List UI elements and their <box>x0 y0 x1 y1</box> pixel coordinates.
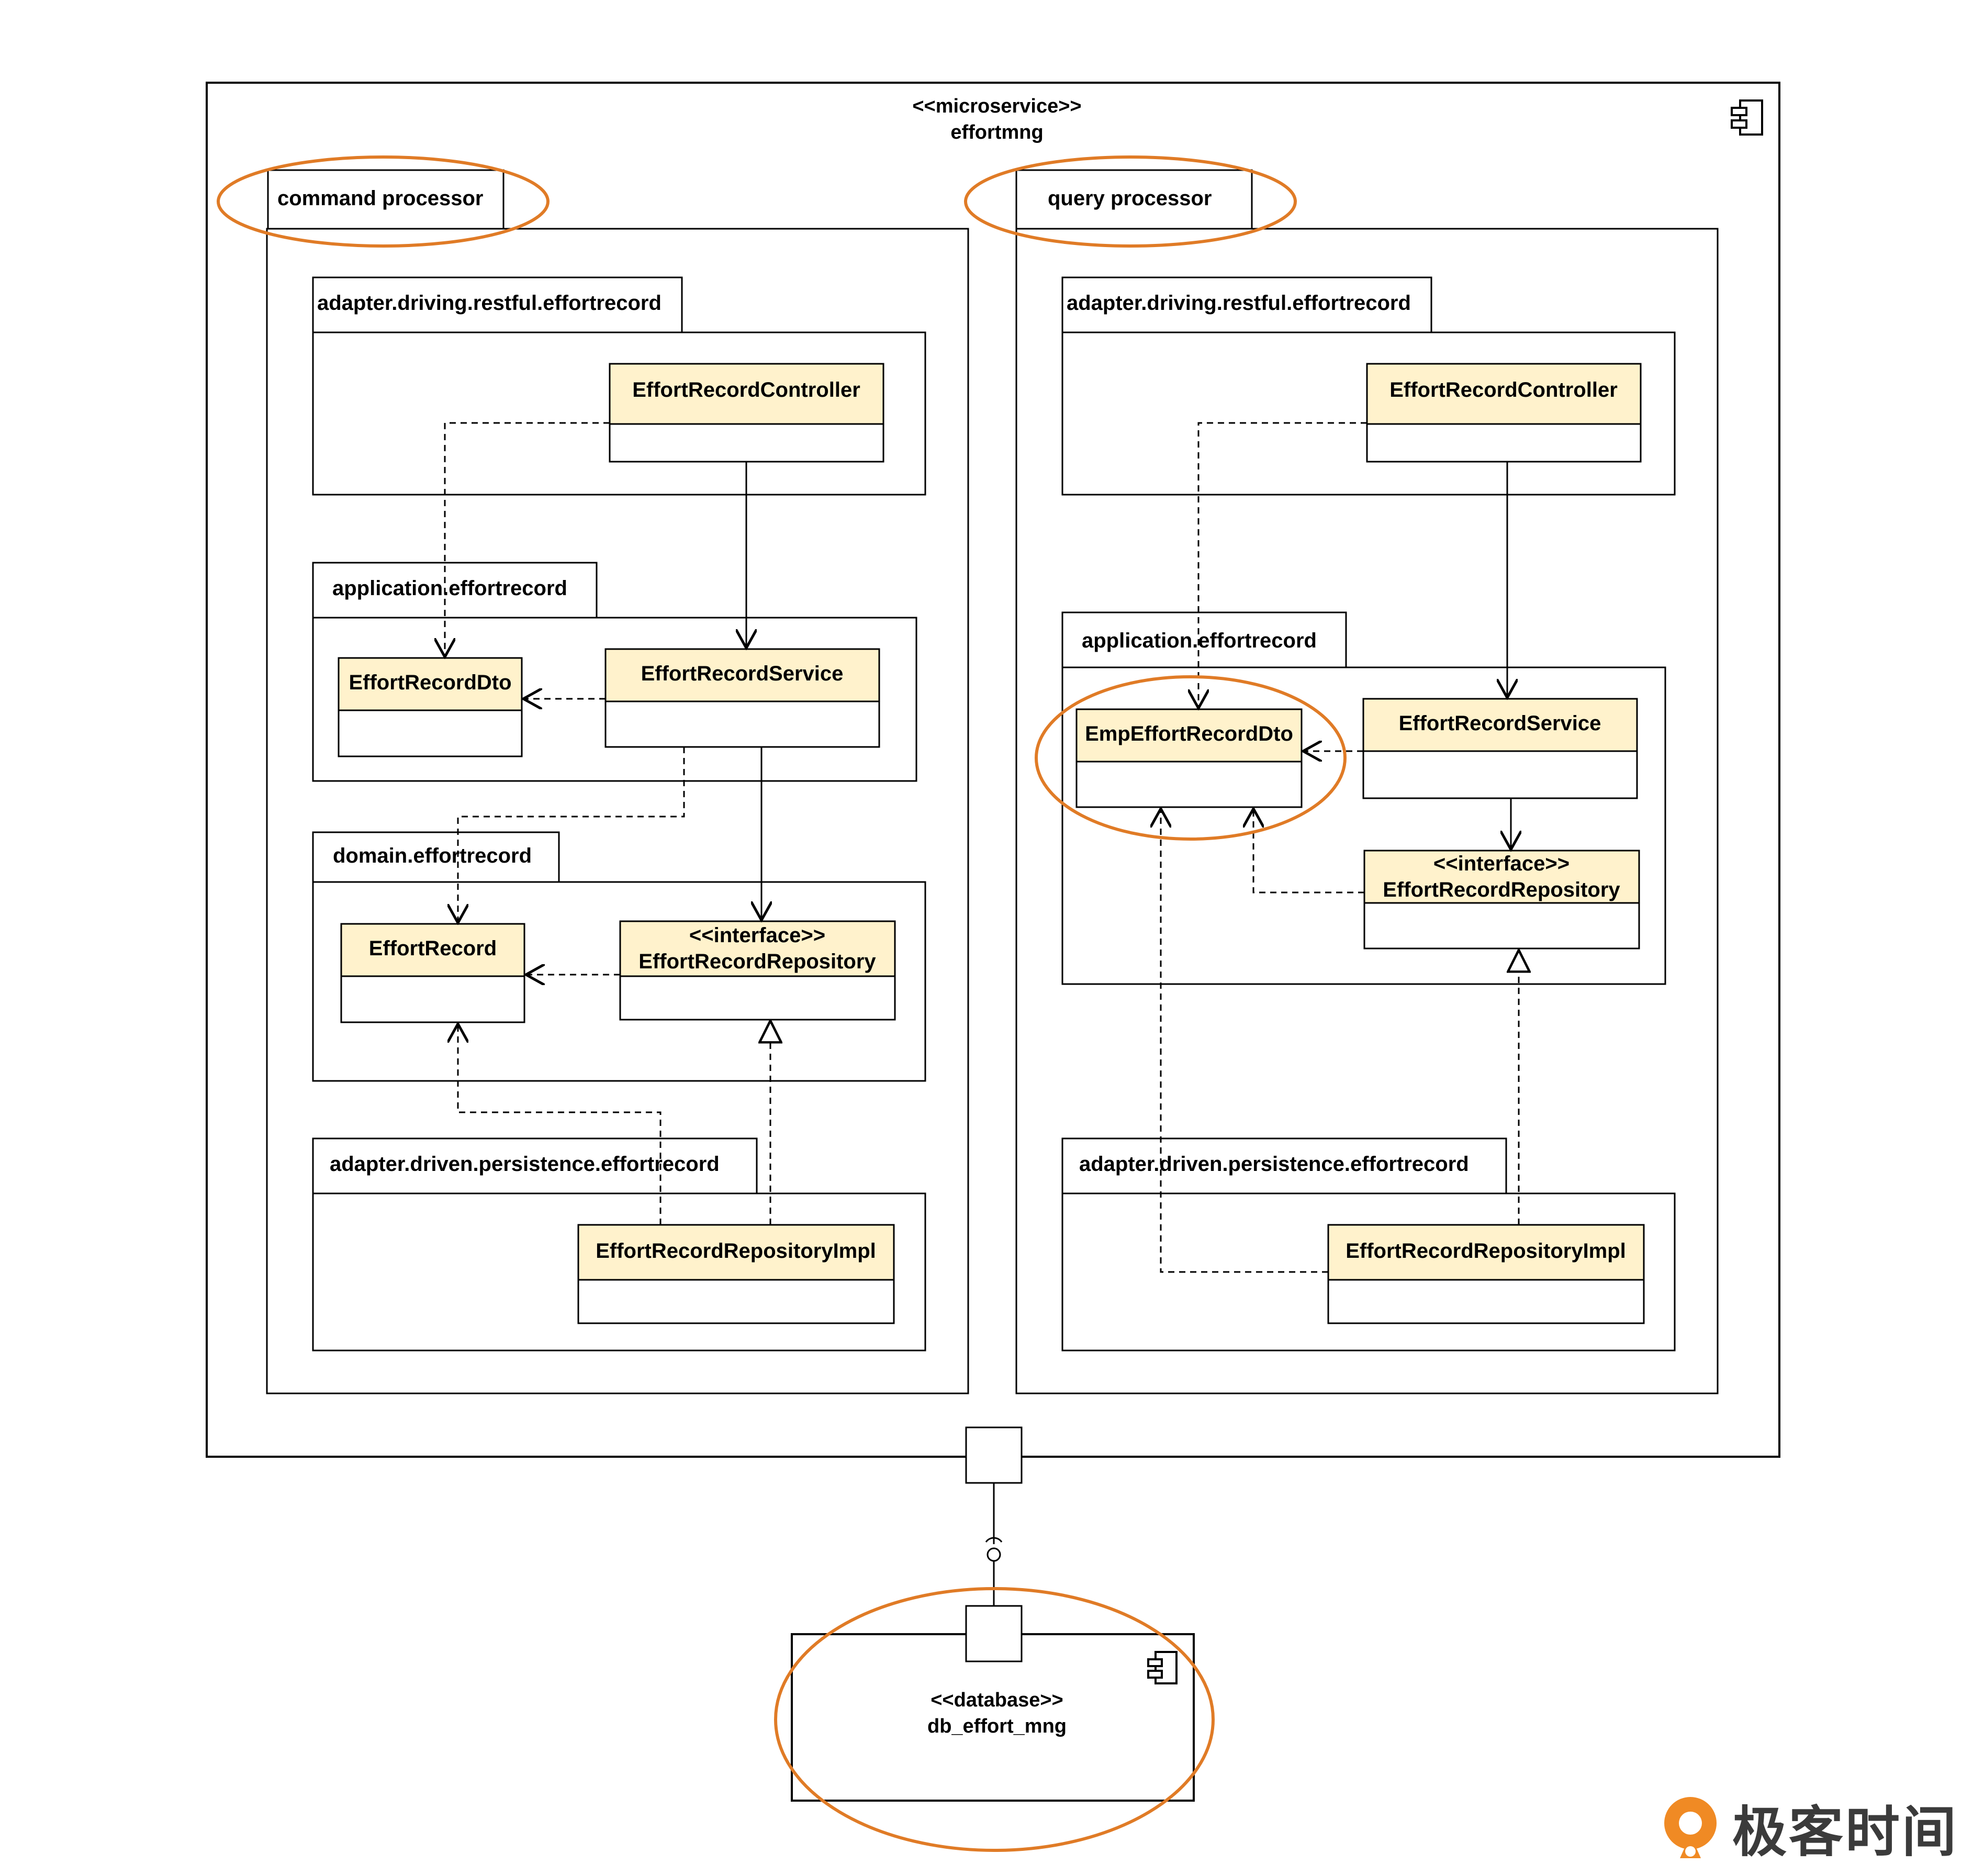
svg-text:EffortRecordService: EffortRecordService <box>1399 712 1601 735</box>
cmd-class-dto: EffortRecordDto <box>338 657 523 757</box>
required-provided-interface <box>985 1483 1003 1607</box>
svg-text:EffortRecordRepositoryImpl: EffortRecordRepositoryImpl <box>1346 1240 1626 1263</box>
svg-text:<<interface>>: <<interface>> <box>1433 852 1570 875</box>
database-name: db_effort_mng <box>927 1715 1067 1737</box>
cmd-dep-impl-entity <box>458 1024 662 1225</box>
qry-class-service: EffortRecordService <box>1362 698 1638 799</box>
svg-text:<<interface>>: <<interface>> <box>689 924 825 947</box>
cmd-relations <box>445 422 770 1225</box>
qry-pkg-driving-label: adapter.driving.restful.effortrecord <box>1067 292 1411 315</box>
cmd-class-repository-impl: EffortRecordRepositoryImpl <box>577 1224 895 1324</box>
qry-class-controller: EffortRecordController <box>1366 363 1642 463</box>
svg-text:EffortRecord: EffortRecord <box>369 937 497 960</box>
cmd-class-service: EffortRecordService <box>604 648 880 748</box>
highlight-query-processor <box>964 155 1297 248</box>
svg-text:EffortRecordService: EffortRecordService <box>641 662 844 685</box>
component-icon <box>1147 1651 1178 1684</box>
cmd-dep-controller-dto <box>445 422 610 657</box>
qry-dep-repository-dto <box>1253 809 1364 894</box>
cmd-dep-service-entity <box>458 747 685 923</box>
command-processor-label: command processor <box>277 187 483 210</box>
svg-text:EffortRecordController: EffortRecordController <box>1389 378 1618 401</box>
microservice-name: effortmng <box>950 121 1043 143</box>
svg-text:EmpEffortRecordDto: EmpEffortRecordDto <box>1085 722 1293 745</box>
highlight-database <box>774 1587 1215 1852</box>
cmd-class-entity: EffortRecord <box>340 923 525 1023</box>
database-stereotype: <<database>> <box>931 1689 1063 1711</box>
qry-class-repository: <<interface>> EffortRecordRepository <box>1363 850 1640 950</box>
watermark: 极客时间 <box>1659 1788 1973 1866</box>
qry-dep-impl-dto <box>1161 809 1328 1273</box>
component-icon <box>1731 99 1763 136</box>
cmd-pkg-driven-label: adapter.driven.persistence.effortrecord <box>330 1153 720 1176</box>
highlight-command-processor <box>217 155 550 248</box>
svg-text:EffortRecordRepository: EffortRecordRepository <box>1383 878 1620 901</box>
geektime-logo-icon <box>1664 1797 1717 1858</box>
qry-relations <box>1161 422 1519 1273</box>
qry-class-dto: EmpEffortRecordDto <box>1075 708 1303 808</box>
cmd-class-controller: EffortRecordController <box>609 363 884 463</box>
cmd-class-repository: <<interface>> EffortRecordRepository <box>619 920 896 1021</box>
microservice-stereotype: <<microservice>> <box>912 95 1081 117</box>
query-processor-label: query processor <box>1048 187 1212 210</box>
svg-text:EffortRecordController: EffortRecordController <box>632 378 860 401</box>
watermark-text: 极客时间 <box>1732 1800 1959 1864</box>
cmd-pkg-driving-label: adapter.driving.restful.effortrecord <box>317 292 662 315</box>
highlight-annotations <box>217 155 1347 1852</box>
qry-pkg-driven-label: adapter.driven.persistence.effortrecord <box>1079 1153 1469 1176</box>
microservice-port <box>965 1426 1023 1484</box>
qry-class-repository-impl: EffortRecordRepositoryImpl <box>1327 1224 1645 1324</box>
cmd-pkg-application-label: application.effortrecord <box>332 577 567 600</box>
svg-text:EffortRecordDto: EffortRecordDto <box>349 671 511 694</box>
database-component: <<database>> db_effort_mng <box>791 1605 1195 1802</box>
qry-dep-controller-dto <box>1198 422 1367 708</box>
svg-text:EffortRecordRepository: EffortRecordRepository <box>638 950 876 973</box>
highlight-emp-effort-record-dto <box>1035 675 1347 841</box>
svg-text:EffortRecordRepositoryImpl: EffortRecordRepositoryImpl <box>596 1240 876 1263</box>
cmd-pkg-domain-label: domain.effortrecord <box>333 844 532 867</box>
